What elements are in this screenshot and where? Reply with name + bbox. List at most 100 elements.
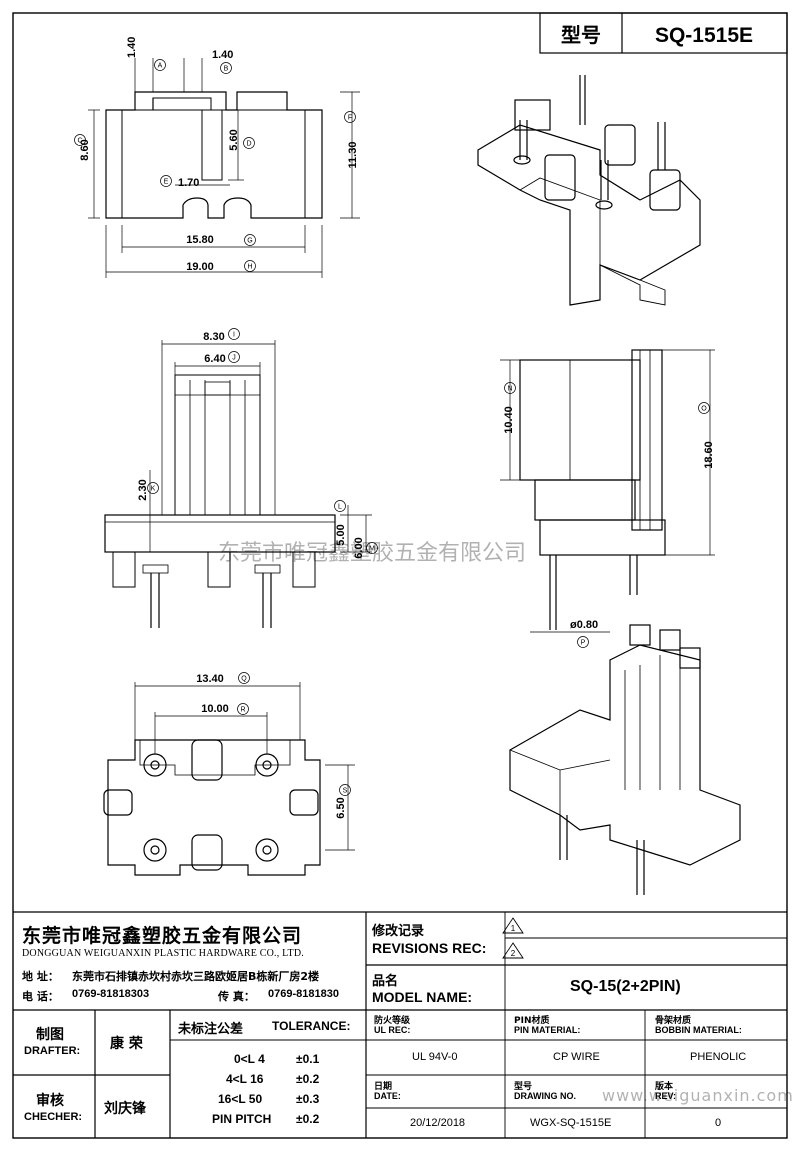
dim-marker-circle-n bbox=[504, 382, 516, 394]
tolerance-value-2: ±0.2 bbox=[296, 1072, 320, 1086]
isometric-view-top bbox=[477, 75, 701, 306]
dim-marker-letter-c: C bbox=[77, 138, 82, 145]
checker-name: 刘庆锋 bbox=[104, 1101, 146, 1117]
dim-marker-letter-o: O bbox=[701, 406, 707, 413]
drafter-label-en: DRAFTER: bbox=[24, 1045, 81, 1057]
dim-p: ø0.80 bbox=[570, 619, 598, 631]
revisions-label-en: REVISIONS REC: bbox=[372, 940, 487, 956]
dim-marker-circle-q bbox=[238, 672, 250, 684]
tolerance-range-1: 0<L 4 bbox=[234, 1052, 265, 1066]
dim-b: 1.40 bbox=[212, 49, 233, 61]
revisions-label-cn: 修改记录 bbox=[372, 924, 425, 939]
header-type-label: 型号 bbox=[561, 23, 601, 47]
ul-label-cn: 防火等级 bbox=[374, 1016, 411, 1026]
pin-material-label-cn: PIN材质 bbox=[514, 1016, 550, 1026]
dim-marker-letter-r: R bbox=[240, 707, 245, 714]
isometric-view-bottom bbox=[509, 624, 741, 895]
bobbin-material-label-en: BOBBIN MATERIAL: bbox=[655, 1025, 742, 1035]
dim-marker-circle-j bbox=[228, 351, 240, 363]
header-model: SQ-1515E bbox=[655, 24, 753, 47]
dim-marker-circle-i bbox=[228, 328, 240, 340]
watermark-center: 东莞市唯冠鑫塑胶五金有限公司 bbox=[218, 541, 527, 566]
ul-label-en: UL REC: bbox=[374, 1025, 411, 1035]
dim-marker-letter-p: P bbox=[581, 640, 586, 647]
drawing-no-label-en: DRAWING NO. bbox=[514, 1091, 576, 1101]
tolerance-range-2: 4<L 16 bbox=[226, 1072, 264, 1086]
rev-label-cn: 版本 bbox=[655, 1082, 674, 1092]
dim-r: 10.00 bbox=[201, 703, 229, 715]
dim-q: 13.40 bbox=[196, 673, 224, 685]
checker-label-en: CHECHER: bbox=[24, 1111, 83, 1123]
dim-marker-letter-f: F bbox=[348, 115, 352, 122]
dim-marker-circle-p bbox=[577, 636, 589, 648]
dim-d: 5.60 bbox=[228, 129, 240, 150]
date-value: 20/12/2018 bbox=[410, 1117, 466, 1129]
dim-n: 10.40 bbox=[503, 406, 515, 434]
dimension-labels: 1.40 1.40 8.60 5.60 1.70 11.30 15.80 19.… bbox=[79, 37, 715, 819]
dim-j: 6.40 bbox=[204, 353, 225, 365]
top-dim-lines bbox=[88, 58, 360, 278]
model-name-value: SQ-15(2+2PIN) bbox=[570, 978, 681, 995]
pin-material-label-en: PIN MATERIAL: bbox=[514, 1025, 581, 1035]
dim-marker-circle-c bbox=[74, 134, 86, 146]
watermark-bottom: www.weiguanxin.com bbox=[602, 1086, 794, 1105]
dim-l: 5.00 bbox=[335, 524, 347, 545]
dim-marker-circle-a bbox=[154, 59, 166, 71]
dim-marker-letter-b: B bbox=[224, 66, 229, 73]
front-view bbox=[104, 374, 336, 628]
drawing-no-value: WGX-SQ-1515E bbox=[530, 1117, 612, 1129]
dim-marker-circle-l bbox=[334, 500, 346, 512]
dim-marker-circle-b bbox=[220, 62, 232, 74]
dim-a: 1.40 bbox=[126, 37, 138, 58]
dim-marker-letter-e: E bbox=[164, 179, 169, 186]
dim-marker-letter-q: Q bbox=[241, 676, 247, 683]
dim-marker-circle-h bbox=[244, 260, 256, 272]
dim-marker-letter-j: J bbox=[232, 355, 236, 362]
tolerance-range-4: PIN PITCH bbox=[212, 1112, 272, 1126]
dim-marker-letter-g: G bbox=[247, 238, 252, 245]
model-name-label-en: MODEL NAME: bbox=[372, 989, 473, 1005]
dim-marker-letter-s: S bbox=[343, 788, 348, 795]
tolerance-label-en: TOLERANCE: bbox=[272, 1019, 351, 1033]
drafter-label-cn: 制图 bbox=[36, 1027, 64, 1043]
revision-mark-1: 1 bbox=[511, 924, 516, 933]
dim-e: 1.70 bbox=[178, 177, 199, 189]
dim-marker-letter-l: L bbox=[338, 504, 342, 511]
phone-label: 电 话： bbox=[22, 990, 59, 1003]
dim-o: 18.60 bbox=[703, 441, 715, 469]
drafter-name: 康 荣 bbox=[110, 1036, 143, 1052]
bottom-view bbox=[103, 739, 321, 876]
rev-label-en: REV: bbox=[655, 1091, 677, 1101]
dim-h: 19.00 bbox=[186, 261, 214, 273]
fax-label: 传 真： bbox=[218, 990, 255, 1003]
dim-marker-circle-s bbox=[339, 784, 351, 796]
tolerance-range-3: 16<L 50 bbox=[218, 1092, 263, 1106]
dim-k: 2.30 bbox=[137, 479, 149, 500]
dim-marker-circle-g bbox=[244, 234, 256, 246]
drawing-no-label-cn: 型号 bbox=[514, 1082, 533, 1092]
dim-marker-circle-f bbox=[344, 111, 356, 123]
pin-material-value: CP WIRE bbox=[553, 1051, 600, 1063]
dim-m: 6.00 bbox=[353, 537, 365, 558]
fax-value: 0769-8181830 bbox=[268, 988, 339, 1000]
model-name-label-cn: 品名 bbox=[372, 974, 399, 989]
dim-marker-circle-k bbox=[147, 482, 159, 494]
checker-label-cn: 审核 bbox=[36, 1093, 64, 1109]
tolerance-label-cn: 未标注公差 bbox=[178, 1022, 244, 1037]
dim-g: 15.80 bbox=[186, 234, 214, 246]
drawing-frame bbox=[12, 12, 788, 1139]
dim-marker-letter-k: K bbox=[151, 486, 156, 493]
dim-s: 6.50 bbox=[335, 797, 347, 818]
company-name-cn: 东莞市唯冠鑫塑胶五金有限公司 bbox=[22, 925, 303, 947]
phone-value: 0769-81818303 bbox=[72, 988, 150, 1000]
bobbin-material-value: PHENOLIC bbox=[690, 1051, 747, 1063]
tolerance-value-1: ±0.1 bbox=[296, 1052, 320, 1066]
side-dim-lines bbox=[500, 349, 715, 633]
dim-marker-circle-m bbox=[366, 542, 378, 554]
top-view bbox=[105, 91, 323, 219]
revision-mark-2: 2 bbox=[511, 949, 516, 958]
address-value: 东莞市石排镇赤坎村赤坎三路欧姬居B栋新厂房2楼 bbox=[72, 970, 320, 983]
bobbin-material-label-cn: 骨架材质 bbox=[655, 1016, 692, 1026]
